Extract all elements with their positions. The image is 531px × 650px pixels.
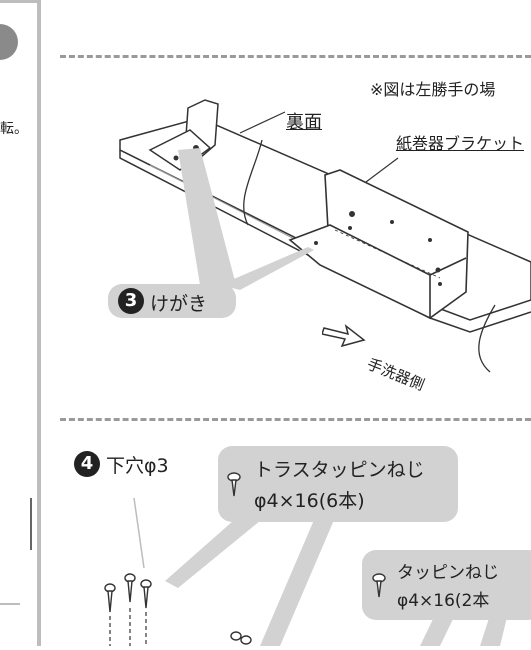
- left-fragment-drawing: [30, 498, 32, 550]
- step3-label: けがき: [150, 293, 208, 315]
- screw-icon: [227, 472, 241, 502]
- screw-icon: [372, 573, 386, 603]
- screw1-callout: [218, 446, 458, 522]
- step4-label: 下穴φ3: [106, 455, 169, 477]
- label-paper-holder-bracket: 紙巻器ブラケット: [396, 134, 525, 153]
- left-panel-top-line: [0, 0, 41, 3]
- screw2-callout: [362, 550, 531, 620]
- screw1-spec: φ4×16(6本): [254, 490, 365, 512]
- label-back-surface: 裏面: [286, 112, 322, 133]
- step3-number-badge: 3: [118, 288, 144, 314]
- left-fragment-text: 転。: [0, 121, 28, 137]
- screw2-spec: φ4×16(2本: [397, 591, 490, 611]
- figure-note: ※図は左勝手の場: [370, 80, 496, 99]
- dashed-separator-top: [60, 55, 531, 58]
- screw2-name: タッピンねじ: [397, 563, 499, 583]
- arrow-right-icon: [321, 322, 366, 354]
- left-bottom-line: [0, 603, 20, 605]
- screw1-name: トラスタッピンねじ: [254, 459, 425, 481]
- step4-number-badge: 4: [74, 451, 100, 477]
- step-circle: [0, 24, 18, 60]
- left-panel-border: [37, 0, 41, 646]
- screw-drawings: [96, 568, 266, 650]
- board-drawing: [119, 99, 531, 373]
- dashed-separator-middle: [60, 418, 531, 421]
